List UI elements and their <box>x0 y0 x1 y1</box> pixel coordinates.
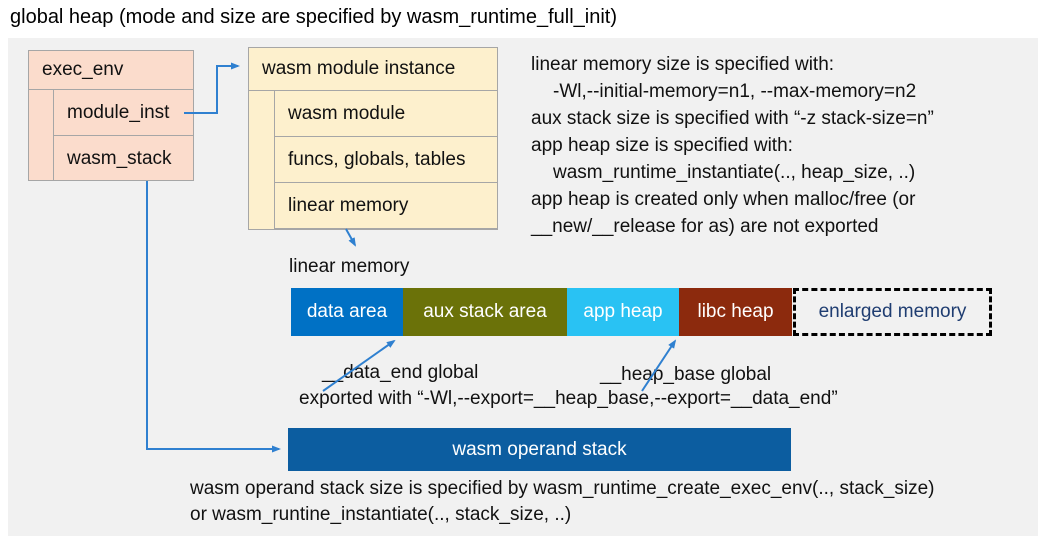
footer-note-line: wasm operand stack size is specified by … <box>190 478 935 499</box>
footer-note-line: or wasm_runtine_instantiate(.., stack_si… <box>190 504 572 525</box>
module-instance-field-funcs-globals-tables: funcs, globals, tables <box>274 137 497 183</box>
module-instance-box: wasm module instance wasm module funcs, … <box>248 47 498 230</box>
notes-block: linear memory size is specified with: -W… <box>531 51 1043 240</box>
enlarged-memory-label: enlarged memory <box>818 301 967 322</box>
label-data-end-global: __data_end global <box>322 362 479 383</box>
label-export-flags: exported with “-Wl,--export=__heap_base,… <box>299 388 838 409</box>
module-instance-field-wasm-module: wasm module <box>274 91 497 137</box>
note-line: app heap is created only when malloc/fre… <box>531 189 916 210</box>
segment-data-area: data area <box>291 288 403 336</box>
exec-env-header: exec_env <box>29 51 193 90</box>
segment-libc-heap: libc heap <box>679 288 792 336</box>
module-instance-header: wasm module instance <box>249 48 497 91</box>
label-heap-base-global: __heap_base global <box>600 364 772 385</box>
note-line: linear memory size is specified with: <box>531 54 835 75</box>
segment-aux-stack-area: aux stack area <box>403 288 567 336</box>
enlarged-memory-box: enlarged memory <box>793 288 992 336</box>
operand-stack-bar: wasm operand stack <box>288 428 791 471</box>
linear-memory-label: linear memory <box>289 256 410 277</box>
diagram-title: global heap (mode and size are specified… <box>10 6 617 28</box>
note-line: wasm_runtime_instantiate(.., heap_size, … <box>553 162 916 183</box>
module-instance-field-linear-memory: linear memory <box>274 183 497 229</box>
note-line: app heap size is specified with: <box>531 135 793 156</box>
note-line: aux stack size is specified with “-z sta… <box>531 108 934 129</box>
exec-env-box: exec_env module_inst wasm_stack <box>28 50 194 181</box>
segment-app-heap: app heap <box>567 288 679 336</box>
exec-env-field-module-inst: module_inst <box>53 90 193 136</box>
note-line: __new/__release for as) are not exported <box>531 216 879 237</box>
note-line: -Wl,--initial-memory=n1, --max-memory=n2 <box>553 81 917 102</box>
exec-env-field-wasm-stack: wasm_stack <box>53 136 193 181</box>
